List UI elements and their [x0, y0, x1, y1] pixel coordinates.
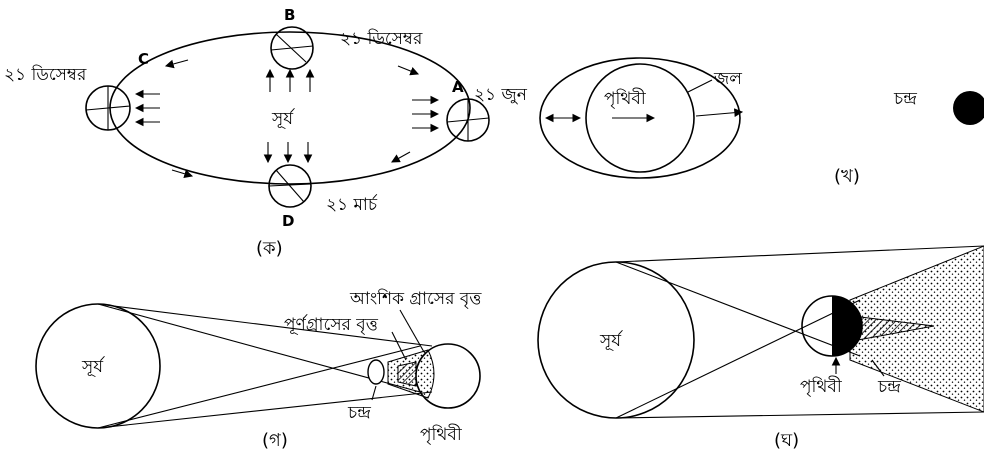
partial-circle-pointer: [400, 310, 424, 352]
sun-rays-up: [270, 70, 310, 92]
ray-cross-2: [616, 300, 860, 418]
label-top-december: ২১ ডিসেম্বর: [340, 28, 423, 49]
label-left-december: ২১ ডিসেম্বর: [4, 64, 87, 85]
panel-ka-caption: (ক): [256, 238, 283, 259]
sun-label: সূর্য: [599, 330, 623, 351]
sun-rays-right: [412, 100, 438, 128]
sun-rays-left: [136, 94, 160, 122]
ray-outer-bottom: [98, 392, 432, 428]
partial-circle-label: আংশিক গ্রাসের বৃত্ত: [349, 288, 482, 309]
orbit-path: [110, 32, 470, 184]
earth-position-a: [447, 99, 489, 141]
ray-outer-top: [98, 304, 432, 346]
panel-ka-orbit: সূর্য ২১ ডিসেম্বর ২১ ডিসেম্বর ২১ জুন ২১ …: [4, 6, 528, 259]
earth-label: পৃথিবী: [420, 424, 463, 445]
point-a-label: A: [452, 78, 464, 96]
earth-label: পৃথিবী: [800, 376, 843, 397]
total-circle-label: পূর্ণগ্রাসের বৃত্ত: [284, 314, 379, 335]
label-june: ২১ জুন: [474, 85, 528, 105]
earth-position-c: [86, 86, 130, 130]
tide-arrow-right: [696, 112, 742, 116]
moon-disc: [953, 91, 984, 125]
sun-rays-down: [268, 142, 308, 162]
label-march: ২১ মার্চ: [326, 194, 378, 215]
point-c-label: C: [138, 50, 149, 68]
moon-label: চন্দ্র: [877, 377, 901, 397]
orbit-arrow-top-left: [166, 60, 188, 66]
ray-cross-2: [98, 346, 420, 428]
moon-label: চন্দ্র: [347, 403, 371, 423]
ray-outer-bottom: [616, 412, 984, 418]
orbit-arrow-bottom-right: [392, 152, 410, 162]
ray-outer-top: [616, 246, 984, 262]
panel-gha-caption: (ঘ): [774, 430, 799, 451]
orbit-arrow-top-right: [398, 66, 418, 74]
total-circle-pointer: [392, 332, 406, 360]
panel-kha-caption: (খ): [834, 166, 860, 187]
sun-label: সূর্য: [271, 108, 295, 129]
earth-label: পৃথিবী: [604, 88, 647, 109]
ray-cross-1: [616, 262, 860, 356]
moon-disc: [368, 360, 384, 384]
water-label: জল: [713, 69, 742, 89]
umbra-region: [398, 362, 416, 386]
earth-position-b: [271, 27, 313, 69]
point-d-label: D: [282, 212, 294, 230]
point-b-label: B: [284, 6, 295, 24]
panel-kha-tides: পৃথিবী জল চন্দ্র (খ): [540, 58, 984, 187]
earth-position-d: [269, 165, 311, 207]
water-pointer: [688, 80, 712, 92]
moon-label: চন্দ্র: [893, 89, 917, 109]
panel-ga-caption: (গ): [262, 430, 288, 451]
panel-gha-lunar-eclipse: সূর্য পৃথিবী চন্দ্র (ঘ): [538, 246, 984, 451]
sun-label: সূর্য: [81, 356, 105, 377]
panel-ga-solar-eclipse: সূর্য চন্দ্র পৃথিবী পূর্ণগ্রাসের বৃত্ত আ…: [36, 288, 482, 451]
